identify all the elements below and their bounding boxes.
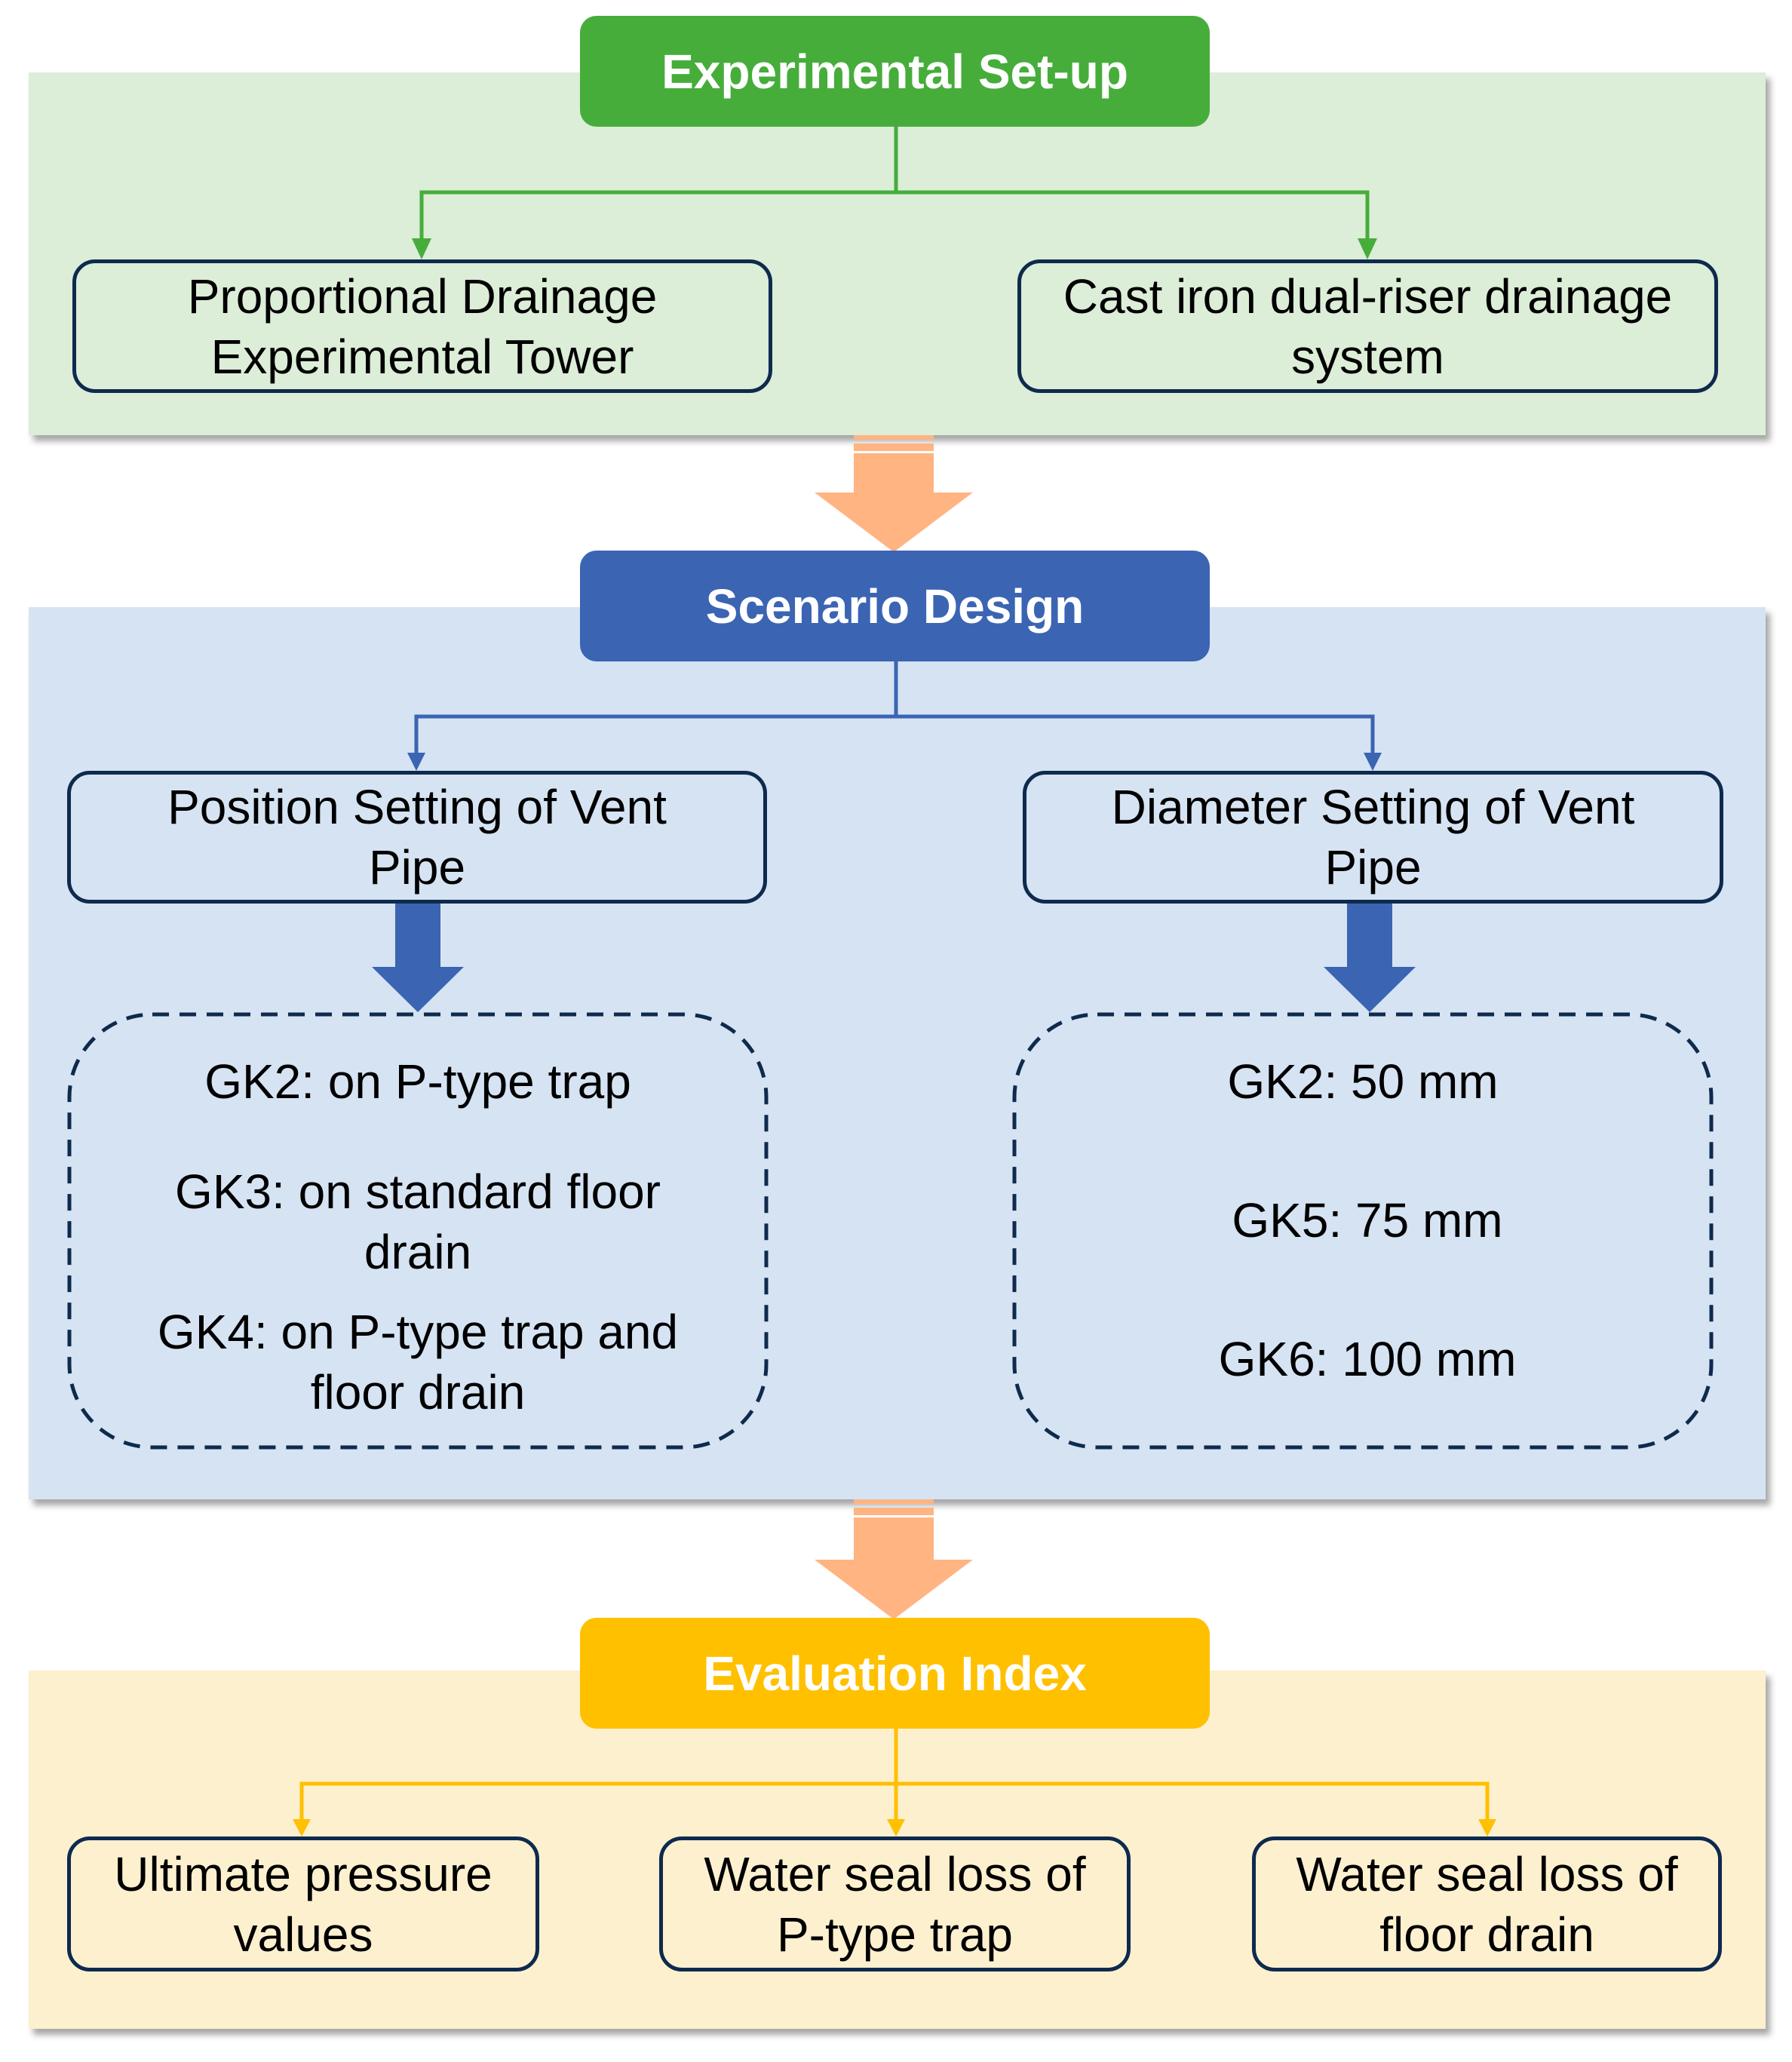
- node-label-line1: Ultimate pressure: [114, 1846, 492, 1901]
- node-label-line1: Proportional Drainage: [187, 268, 658, 324]
- diameter-case-gk6: GK6: 100 mm: [1012, 1329, 1714, 1389]
- diameter-cases-box: GK2: 50 mm GK5: 75 mm GK6: 100 mm: [1012, 1012, 1714, 1450]
- position-case-gk2: GK2: on P-type trap: [67, 1051, 769, 1112]
- setup-title: Experimental Set-up: [661, 44, 1128, 99]
- case-line1: GK4: on P-type trap and: [157, 1305, 679, 1359]
- node-label-line2: P-type trap: [776, 1907, 1014, 1962]
- setup-header: Experimental Set-up: [580, 16, 1210, 127]
- node-label-line2: floor drain: [1379, 1907, 1594, 1962]
- evaluation-node-floor-drain-seal: Water seal loss of floor drain: [1252, 1836, 1722, 1971]
- evaluation-header: Evaluation Index: [580, 1618, 1210, 1729]
- setup-node-tower: Proportional Drainage Experimental Tower: [72, 259, 772, 393]
- diameter-case-gk5: GK5: 75 mm: [1012, 1190, 1714, 1250]
- arrowhead-icon: [412, 238, 431, 259]
- position-cases-box: GK2: on P-type trap GK3: on standard flo…: [67, 1012, 769, 1450]
- node-label-line1: Water seal loss of: [704, 1846, 1086, 1901]
- down-arrow-icon: [1324, 904, 1416, 1012]
- case-line1: GK5: 75 mm: [1232, 1193, 1503, 1247]
- setup-node-cast-iron-system: Cast iron dual-riser drainage system: [1017, 259, 1718, 393]
- arrowhead-icon: [887, 1819, 905, 1836]
- case-line1: GK6: 100 mm: [1218, 1332, 1517, 1386]
- node-label-line2: system: [1291, 329, 1444, 384]
- scenario-node-position: Position Setting of Vent Pipe: [67, 771, 767, 904]
- evaluation-node-pressure: Ultimate pressure values: [67, 1836, 539, 1971]
- dashed-border: [67, 1012, 769, 1450]
- scenario-title: Scenario Design: [705, 578, 1085, 634]
- node-label-line1: Cast iron dual-riser drainage: [1063, 268, 1673, 324]
- arrowhead-icon: [1478, 1819, 1496, 1836]
- position-case-gk4: GK4: on P-type trap and floor drain: [67, 1302, 769, 1422]
- arrowhead-icon: [1358, 238, 1377, 259]
- down-arrow-icon: [815, 1499, 973, 1619]
- scenario-node-diameter: Diameter Setting of Vent Pipe: [1023, 771, 1723, 904]
- node-label-line1: Position Setting of Vent: [167, 780, 667, 834]
- evaluation-node-ptrap-seal: Water seal loss of P-type trap: [659, 1836, 1131, 1971]
- scenario-connector: [414, 661, 1375, 754]
- case-line1: GK2: 50 mm: [1227, 1054, 1499, 1109]
- dashed-border: [1012, 1012, 1714, 1450]
- evaluation-title: Evaluation Index: [703, 1646, 1087, 1701]
- scenario-panel: [29, 607, 1766, 1499]
- node-label-line2: values: [233, 1907, 373, 1962]
- diameter-case-gk2: GK2: 50 mm: [1012, 1051, 1714, 1112]
- arrowhead-icon: [407, 753, 425, 771]
- node-label-line2: Pipe: [1324, 840, 1422, 894]
- scenario-header: Scenario Design: [580, 551, 1210, 661]
- setup-connector: [419, 127, 1370, 240]
- position-case-gk3: GK3: on standard floor drain: [67, 1161, 769, 1282]
- arrowhead-icon: [293, 1819, 311, 1836]
- node-label-line1: Diameter Setting of Vent: [1111, 780, 1635, 834]
- down-arrow-icon: [372, 904, 464, 1012]
- node-label-line2: Pipe: [368, 840, 466, 894]
- case-line2: drain: [364, 1225, 472, 1279]
- arrowhead-icon: [1364, 753, 1382, 771]
- node-label-line1: Water seal loss of: [1296, 1846, 1678, 1901]
- node-label-line2: Experimental Tower: [210, 329, 634, 384]
- down-arrow-icon: [815, 435, 973, 552]
- case-line1: GK3: on standard floor: [175, 1164, 661, 1219]
- case-line2: floor drain: [310, 1365, 526, 1419]
- evaluation-connector: [299, 1729, 1490, 1820]
- case-line1: GK2: on P-type trap: [204, 1054, 631, 1109]
